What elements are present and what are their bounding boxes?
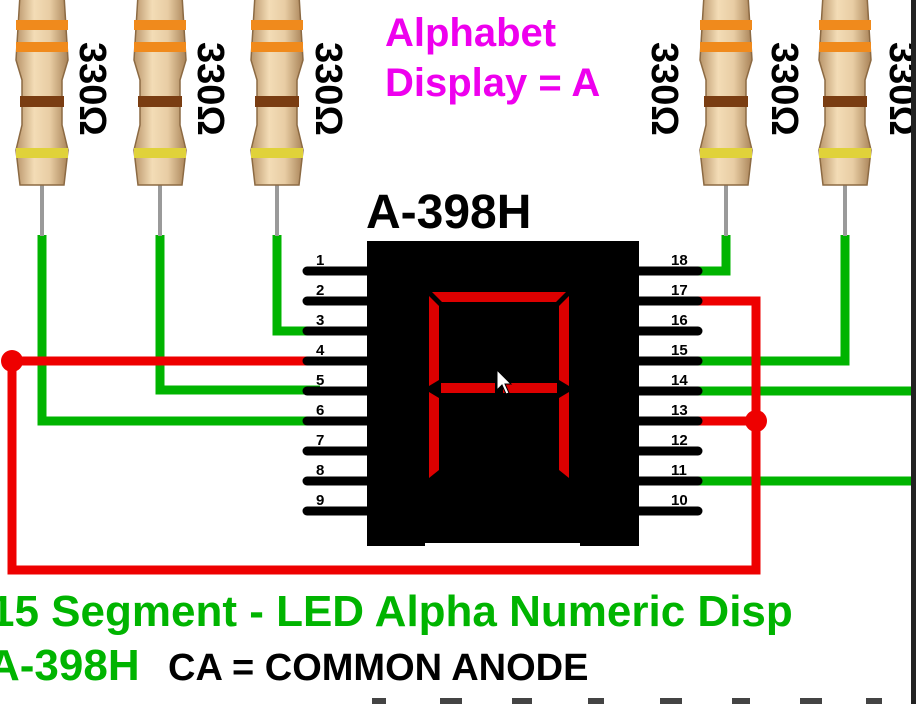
pin-number: 6 (316, 402, 324, 419)
segment-e (429, 392, 439, 478)
segment-a (432, 292, 566, 302)
resistor-3 (250, 0, 304, 186)
wire-common-anode (7, 296, 761, 575)
wires (1, 235, 916, 575)
pin-number: 9 (316, 492, 324, 509)
resistor-2 (133, 0, 187, 186)
pin-number: 1 (316, 252, 324, 269)
wire-resistor3-to-pin3 (272, 235, 320, 336)
pin-number: 4 (316, 342, 325, 359)
resistor-1-label: 330Ω (71, 42, 113, 136)
pin-number: 16 (671, 312, 688, 329)
mouse-cursor-icon (496, 368, 513, 395)
alphabet-title-line2: Display = A (385, 61, 600, 105)
pin-number: 7 (316, 432, 324, 449)
segment-g1 (441, 383, 495, 393)
pin-number: 13 (671, 402, 688, 419)
resistor-4-label: 330Ω (643, 42, 685, 136)
footer-description: CA = COMMON ANODE (168, 647, 588, 689)
pin-number: 18 (671, 252, 688, 269)
segment-display (429, 292, 569, 478)
pin-number: 10 (671, 492, 688, 509)
segment-f (429, 296, 439, 386)
footer-part-number: A-398H (0, 641, 140, 690)
resistor-labels: 330Ω 330Ω 330Ω 330Ω 330Ω 330Ω (71, 42, 916, 136)
pin-number: 5 (316, 372, 324, 389)
chip-body (367, 241, 639, 546)
footer-title: 15 Segment - LED Alpha Numeric Disp (0, 587, 793, 636)
segment-b (559, 296, 569, 386)
resistor-4 (699, 0, 753, 186)
resistor-1 (15, 0, 69, 186)
right-edge-bar (911, 0, 916, 704)
pin-number: 8 (316, 462, 324, 479)
pin-number: 2 (316, 282, 324, 299)
pin-number: 3 (316, 312, 324, 329)
wire-resistor1-to-pin6 (37, 235, 320, 426)
junction-dot-left (1, 350, 23, 372)
chip-title: A-398H (366, 186, 531, 239)
resistor-5-label: 330Ω (763, 42, 805, 136)
resistor-3-label: 330Ω (307, 42, 349, 136)
resistor-5 (818, 0, 872, 186)
alphabet-title-line1: Alphabet (385, 11, 556, 55)
resistor-6-label: 330Ω (881, 42, 916, 136)
junction-dot-right (745, 410, 767, 432)
wire-resistor4-to-pin18 (690, 235, 731, 276)
pin-number: 12 (671, 432, 688, 449)
chip-bottom-notch (425, 543, 580, 548)
resistor-2-label: 330Ω (189, 42, 231, 136)
wire-resistor5-to-pin15 (690, 235, 850, 366)
segment-c (559, 392, 569, 478)
pin-number: 14 (671, 372, 688, 389)
pin-number: 17 (671, 282, 688, 299)
pin-number: 15 (671, 342, 688, 359)
wire-resistor2-to-pin5 (155, 235, 320, 395)
pin-number: 11 (671, 462, 687, 479)
cropped-bottom-text (372, 698, 882, 704)
segment-g2 (503, 383, 557, 393)
